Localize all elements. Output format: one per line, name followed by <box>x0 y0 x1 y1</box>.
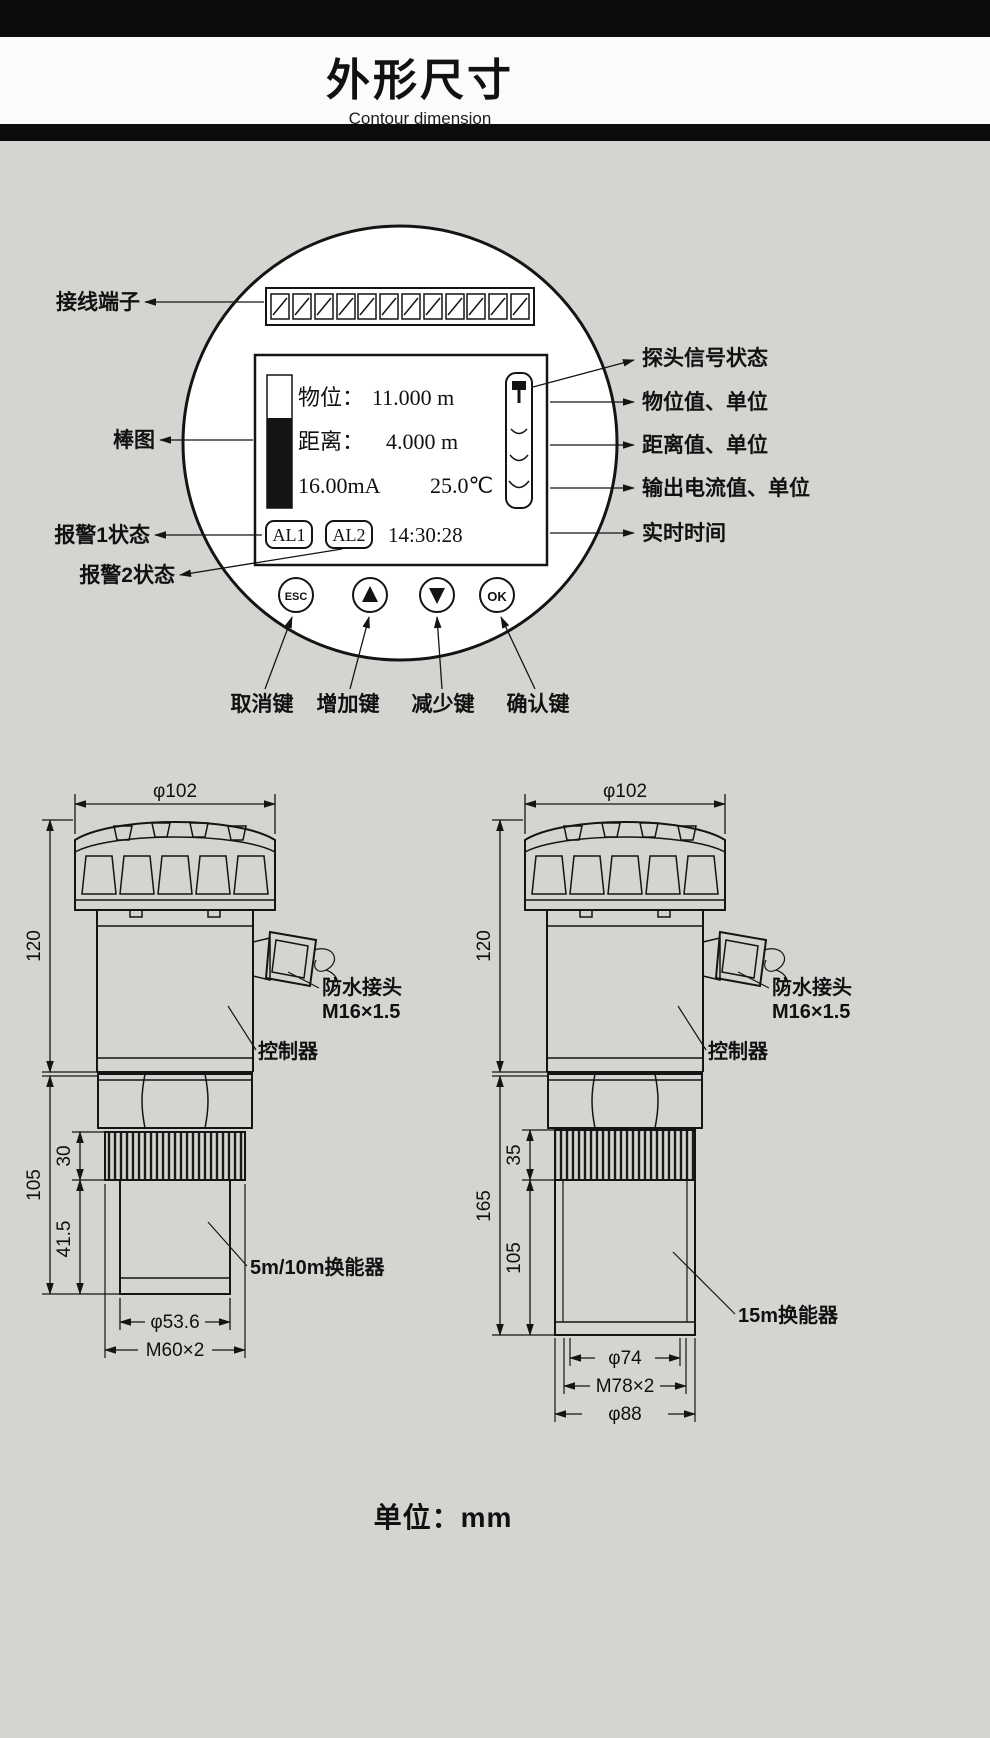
callout-distance: 距离值、单位 <box>642 433 768 457</box>
bar-graph <box>266 374 293 509</box>
dim-thread: M60×2 <box>146 1340 205 1361</box>
dim-dia-inner: φ74 <box>608 1348 642 1369</box>
key-down <box>419 577 455 613</box>
annotations: 防水接头 M16×1.5 控制器 15m换能器 <box>672 971 852 1327</box>
dim-dia-top: φ102 <box>603 781 647 802</box>
dim-h-body: 120 <box>474 930 495 962</box>
temperature-value: 25.0℃ <box>430 473 493 498</box>
cable-gland <box>702 930 789 993</box>
alarm1-badge: AL1 <box>265 520 313 549</box>
distance-value: 4.000 m <box>386 429 458 454</box>
dim-h-body: 120 <box>24 930 45 962</box>
label-up-key: 增加键 <box>317 692 380 716</box>
cable-gland <box>252 930 339 993</box>
label-esc-key: 取消键 <box>231 692 294 716</box>
controller-label: 控制器 <box>258 1039 319 1063</box>
transducer-cylinder <box>119 1179 231 1295</box>
dim-h-ring: 30 <box>54 1145 75 1166</box>
callouts-left: 接线端子 棒图 报警1状态 报警2状态 <box>54 290 343 587</box>
controller-body <box>96 910 254 1073</box>
callout-current: 输出电流值、单位 <box>642 476 810 500</box>
header-inner: 外形尺寸 Contour dimension <box>0 37 840 129</box>
callout-alarm1: 报警1状态 <box>54 523 150 547</box>
gland-thread-label: M16×1.5 <box>772 1001 850 1023</box>
transducer-cylinder <box>554 1179 696 1336</box>
alarm1-text: AL1 <box>273 525 306 545</box>
dim-thread: M78×2 <box>596 1376 655 1397</box>
down-triangle-icon <box>429 588 445 604</box>
dim-h-cyl: 41.5 <box>54 1221 75 1258</box>
header: 外形尺寸 Contour dimension <box>0 37 990 128</box>
header-divider-bar <box>0 124 990 141</box>
transducer-label: 5m/10m换能器 <box>250 1255 385 1279</box>
dim-h-lower: 165 <box>474 1190 495 1222</box>
transducer-label: 15m换能器 <box>738 1303 839 1327</box>
current-value: 16.00mA <box>298 473 381 498</box>
level-value: 11.000 m <box>372 385 454 410</box>
gland-label: 防水接头 <box>322 975 402 999</box>
page-title: 外形尺寸 <box>326 56 514 105</box>
key-esc: ESC <box>278 577 314 613</box>
key-labels: 取消键 增加键 减少键 确认键 <box>231 616 570 716</box>
probe-signal-icon <box>505 372 533 509</box>
dim-dia-cyl: φ53.6 <box>150 1312 199 1333</box>
sensor-drawing-5m10m: φ102 120 105 30 41.5 φ53.6 M60×2 <box>24 781 402 1361</box>
key-up <box>352 577 388 613</box>
threaded-ring <box>554 1129 696 1181</box>
alarm2-badge: AL2 <box>325 520 373 549</box>
page-subtitle: Contour dimension <box>348 109 492 128</box>
callout-terminal: 接线端子 <box>56 290 140 314</box>
sensor-drawing-15m: φ102 120 165 35 105 φ74 M78×2 <box>474 781 852 1425</box>
hex-nut <box>547 1073 703 1129</box>
callout-alarm2: 报警2状态 <box>79 563 175 587</box>
top-black-bar <box>0 0 990 37</box>
dim-dia-top: φ102 <box>153 781 197 802</box>
distance-label: 距离： <box>298 429 364 454</box>
clock-text: 14:30:28 <box>388 523 463 547</box>
label-down-key: 减少键 <box>412 692 475 716</box>
lcd-display: 物位： 11.000 m 距离： 4.000 m 16.00mA 25.0℃ A… <box>253 353 549 567</box>
esc-key-text: ESC <box>285 591 308 603</box>
cap <box>74 821 276 918</box>
callout-level: 物位值、单位 <box>642 390 768 414</box>
dim-h-lower: 105 <box>24 1169 45 1201</box>
hex-nut <box>97 1073 253 1129</box>
gland-thread-label: M16×1.5 <box>322 1001 400 1023</box>
callout-probe: 探头信号状态 <box>642 346 768 370</box>
up-triangle-icon <box>362 586 378 602</box>
gland-label: 防水接头 <box>772 975 852 999</box>
annotations: 防水接头 M16×1.5 控制器 5m/10m换能器 <box>207 971 402 1279</box>
terminal-block <box>265 287 535 326</box>
level-label: 物位： <box>298 385 364 410</box>
label-ok-key: 确认键 <box>507 692 570 716</box>
threaded-ring <box>104 1131 246 1181</box>
dim-h-ring: 35 <box>504 1144 525 1165</box>
device-face-diagram: 物位： 11.000 m 距离： 4.000 m 16.00mA 25.0℃ A… <box>54 224 810 716</box>
dimensions: φ102 120 105 30 41.5 φ53.6 M60×2 <box>24 781 276 1361</box>
callouts-right: 探头信号状态 物位值、单位 距离值、单位 输出电流值、单位 实时时间 <box>532 346 810 545</box>
controller-label: 控制器 <box>708 1039 769 1063</box>
key-ok: OK <box>479 577 515 613</box>
callout-time: 实时时间 <box>642 521 726 545</box>
cap <box>524 821 726 918</box>
ok-key-text: OK <box>487 589 507 604</box>
cable-curl <box>313 948 336 972</box>
dim-dia-outer: φ88 <box>608 1404 641 1425</box>
controller-body <box>546 910 704 1073</box>
unit-note: 单位：mm <box>373 1502 513 1533</box>
cable-curl <box>763 948 786 972</box>
dimensions: φ102 120 165 35 105 φ74 M78×2 <box>474 781 726 1425</box>
dim-h-cyl: 105 <box>504 1242 525 1274</box>
callout-bargraph: 棒图 <box>113 428 155 452</box>
alarm2-text: AL2 <box>333 525 366 545</box>
